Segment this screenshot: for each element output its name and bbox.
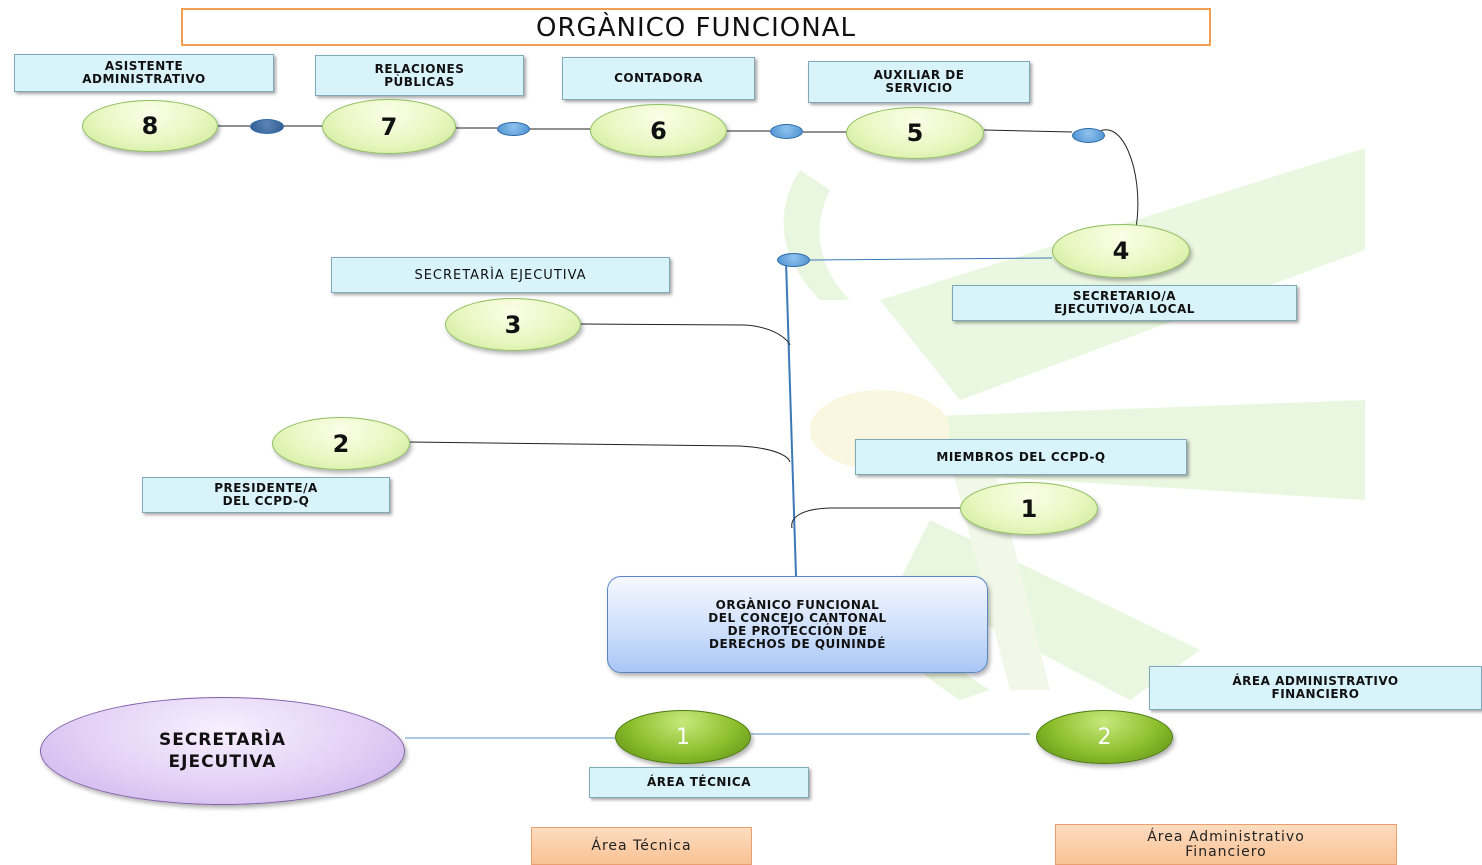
connector-node [250, 119, 284, 134]
position-label-5: AUXILIAR DE SERVICIO [808, 61, 1030, 103]
spine-connectors [409, 257, 1053, 577]
position-label-1: MIEMBROS DEL CCPD-Q [855, 439, 1187, 475]
position-bubble-8[interactable]: 8 [82, 100, 218, 152]
connector-node [1072, 128, 1105, 143]
secretaria-ejecutiva-ellipse[interactable]: SECRETARÌA EJECUTIVA [40, 697, 405, 805]
connector-node [497, 122, 530, 136]
position-label-6: CONTADORA [562, 57, 755, 100]
area-label-tecnica: ÁREA TÉCNICA [589, 767, 809, 798]
area-label-administrativo: ÁREA ADMINISTRATIVO FINANCIERO [1149, 666, 1482, 710]
connector-node [777, 253, 810, 267]
position-bubble-1[interactable]: 1 [960, 482, 1098, 535]
organization-root-box[interactable]: ORGÀNICO FUNCIONAL DEL CONCEJO CANTONAL … [607, 576, 988, 673]
connector-node [770, 124, 803, 139]
area-bubble-1[interactable]: 1 [615, 710, 751, 764]
area-bubble-2[interactable]: 2 [1036, 710, 1173, 764]
position-bubble-2[interactable]: 2 [272, 417, 410, 470]
position-bubble-3[interactable]: 3 [445, 298, 581, 351]
position-bubble-7[interactable]: 7 [322, 99, 456, 154]
position-label-8: ASISTENTE ADMINISTRATIVO [14, 54, 274, 92]
position-label-4: SECRETARIO/A EJECUTIVO/A LOCAL [952, 285, 1297, 321]
page-title: ORGÀNICO FUNCIONAL [181, 8, 1211, 46]
position-label-3: SECRETARÌA EJECUTIVA [331, 257, 670, 293]
position-bubble-4[interactable]: 4 [1052, 224, 1190, 278]
position-label-2: PRESIDENTE/A DEL CCPD-Q [142, 477, 390, 513]
position-label-7: RELACIONES PÙBLICAS [315, 55, 524, 96]
position-bubble-6[interactable]: 6 [590, 104, 727, 157]
footer-area-tecnica[interactable]: Área Técnica [531, 827, 752, 865]
lower-connectors [405, 733, 1030, 739]
position-bubble-5[interactable]: 5 [846, 107, 984, 159]
footer-area-administrativo[interactable]: Área Administrativo Financiero [1055, 824, 1397, 865]
